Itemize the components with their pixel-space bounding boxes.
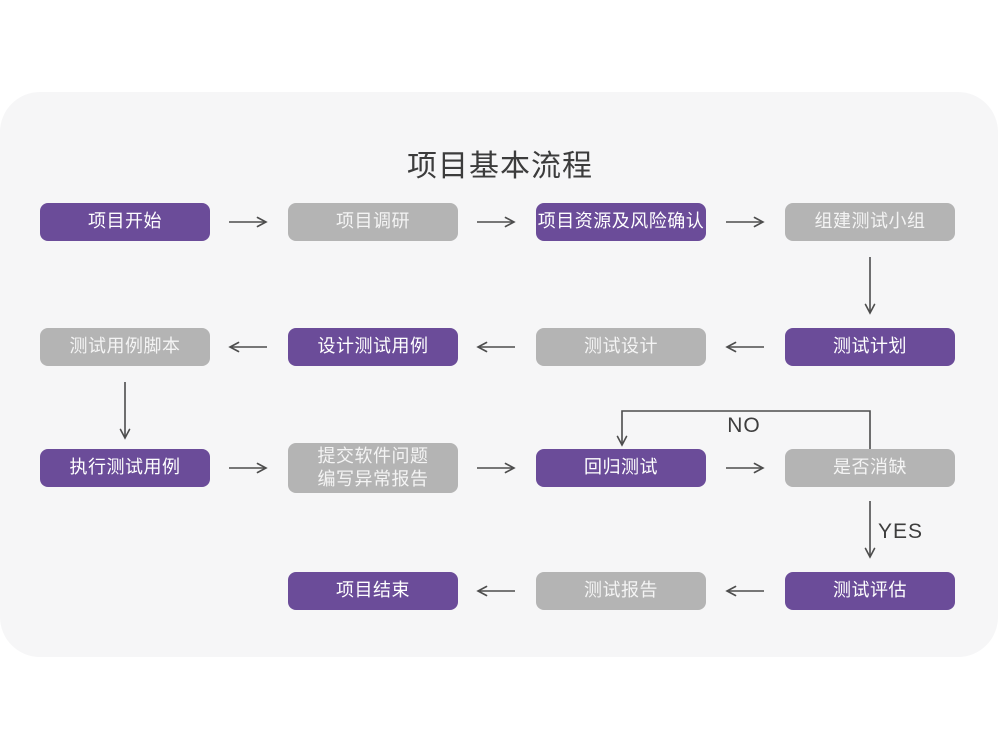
node-regression-test: 回归测试 <box>536 449 706 487</box>
node-build-test-team: 组建测试小组 <box>785 203 955 241</box>
node-test-report: 测试报告 <box>536 572 706 610</box>
node-resources-and-risk: 项目资源及风险确认 <box>536 203 706 241</box>
yes-label: YES <box>878 520 924 543</box>
node-test-design: 测试设计 <box>536 328 706 366</box>
node-project-start: 项目开始 <box>40 203 210 241</box>
node-test-plan: 测试计划 <box>785 328 955 366</box>
node-design-test-cases: 设计测试用例 <box>288 328 458 366</box>
node-submit-issue-report: 提交软件问题 编写异常报告 <box>288 443 458 493</box>
flowchart-card <box>0 92 998 657</box>
no-label: NO <box>727 414 761 437</box>
node-execute-test-cases: 执行测试用例 <box>40 449 210 487</box>
node-project-end: 项目结束 <box>288 572 458 610</box>
node-project-research: 项目调研 <box>288 203 458 241</box>
node-test-case-scripts: 测试用例脚本 <box>40 328 210 366</box>
node-test-evaluation: 测试评估 <box>785 572 955 610</box>
page-title: 项目基本流程 <box>407 150 593 183</box>
node-defect-resolved: 是否消缺 <box>785 449 955 487</box>
